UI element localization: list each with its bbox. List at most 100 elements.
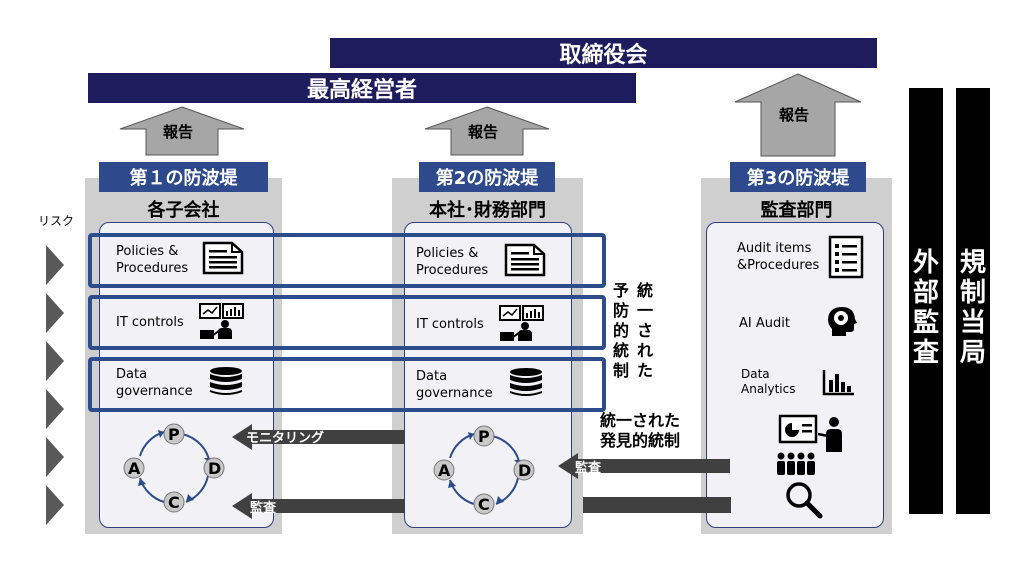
line1-header: 第１の防波堤: [99, 162, 268, 192]
people-group-icon: [777, 452, 815, 475]
pdca-a: A: [438, 461, 451, 480]
database-icon: [510, 368, 542, 396]
line2-header-label: 第2の防波堤: [435, 168, 539, 189]
line1-inner-box: [99, 222, 274, 528]
data-gov-line1: Data: [416, 369, 448, 384]
brain-head-icon: [828, 307, 857, 336]
char: た: [636, 361, 653, 380]
presenter-dashboard-icon: [499, 305, 544, 341]
audit-arrow-lower: [232, 493, 404, 519]
data-gov-line2: governance: [116, 384, 193, 399]
audit-items-text: Audit items &Procedures: [737, 240, 819, 274]
line3-header-label: 第3の防波堤: [746, 168, 850, 189]
report-arrow-3: [734, 73, 862, 157]
char: 外: [912, 248, 939, 278]
char: さ: [636, 321, 653, 340]
line1-policies-text: Policies & Procedures: [116, 243, 188, 277]
checklist-icon: [828, 235, 864, 279]
regulator-bar: 規 制 当 局: [956, 88, 990, 514]
char: 予: [612, 281, 629, 300]
report-label-1: 報告: [163, 123, 194, 141]
monitoring-label: モニタリング: [246, 431, 325, 446]
external-audit-bar: 外 部 監 査: [909, 88, 943, 514]
report-arrow-1: [119, 106, 245, 156]
board-label: 取締役会: [559, 43, 648, 68]
management-label: 最高経営者: [306, 78, 417, 103]
line2-it-controls-text: IT controls: [416, 317, 484, 332]
char: 的: [612, 321, 629, 340]
bar-chart-icon: [822, 370, 854, 396]
char: 防: [612, 301, 629, 320]
pdca-p: P: [478, 427, 490, 446]
audit-label-lower: 監査: [250, 501, 277, 516]
char: 統: [612, 341, 629, 360]
presentation-icon: [778, 414, 842, 452]
presenter-dashboard-icon: [199, 303, 244, 339]
policies-line2: Procedures: [416, 263, 489, 278]
data-gov-line2: governance: [416, 386, 493, 401]
policies-line1: Policies &: [116, 244, 179, 259]
management-bar: 最高経営者: [88, 73, 636, 103]
pdca-p: P: [168, 425, 180, 444]
data-governance-row-box: [88, 357, 606, 412]
risk-arrows: [46, 245, 64, 525]
it-controls-row-box: [88, 295, 606, 350]
policies-line2: Procedures: [116, 261, 189, 276]
policies-line1: Policies &: [416, 246, 479, 261]
audit-arrow-middle: [558, 453, 730, 479]
char: 査: [912, 338, 939, 368]
line2-data-governance-text: Data governance: [416, 368, 493, 402]
pdca-cycle-1: P D C A: [123, 423, 225, 513]
report-label-2: 報告: [468, 123, 499, 141]
detective-line1: 統一された: [600, 411, 681, 430]
line3-inner-box: [706, 222, 884, 528]
char: 統: [636, 281, 653, 300]
document-icon: [202, 241, 244, 275]
board-bar: 取締役会: [330, 38, 877, 68]
report-arrow-2: [424, 106, 550, 156]
line1-header-label: 第１の防波堤: [129, 168, 238, 189]
pdca-d: D: [208, 459, 221, 478]
line3-title: 監査部門: [760, 200, 833, 221]
line1-it-controls-text: IT controls: [116, 315, 184, 330]
audit-items-line1: Audit items: [737, 241, 812, 256]
line2-title: 本社･財務部門: [429, 200, 546, 221]
analytics-line1: Data: [741, 367, 770, 381]
unified-detective-note: 統一された 発見的統制: [600, 411, 680, 451]
report-label-3: 報告: [779, 106, 810, 124]
database-icon: [210, 367, 242, 395]
monitoring-arrow: [232, 424, 404, 450]
data-analytics-text: Data Analytics: [741, 367, 796, 397]
line3-header: 第3の防波堤: [730, 162, 866, 192]
line1-data-governance-text: Data governance: [116, 366, 193, 400]
audit-connector-bar: [583, 497, 731, 513]
pdca-d: D: [518, 461, 531, 480]
char: 監: [912, 308, 939, 338]
char: 当: [959, 308, 986, 338]
char: 局: [959, 338, 986, 368]
line2-policies-text: Policies & Procedures: [416, 245, 488, 279]
pdca-c: C: [168, 493, 180, 512]
pdca-a: A: [128, 459, 141, 478]
analytics-line2: Analytics: [741, 382, 796, 396]
preventive-note-col1: 予 防 的 統 制: [612, 281, 630, 381]
pdca-cycle-2: P D C A: [433, 425, 535, 515]
detective-line2: 発見的統制: [600, 431, 681, 450]
data-gov-line1: Data: [116, 367, 148, 382]
line1-title: 各子会社: [147, 200, 220, 221]
char: 部: [912, 278, 939, 308]
policies-row-box: [88, 233, 606, 288]
risk-label: リスク: [38, 214, 75, 228]
audit-label-middle: 監査: [575, 461, 602, 476]
document-icon: [504, 243, 546, 277]
char: れ: [636, 341, 653, 360]
magnifier-icon: [786, 482, 823, 519]
char: 制: [612, 361, 629, 380]
char: 一: [636, 301, 653, 320]
ai-audit-text: AI Audit: [739, 316, 790, 331]
preventive-note-col2: 統 一 さ れ た: [636, 281, 654, 381]
audit-items-line2: &Procedures: [737, 258, 820, 273]
char: 制: [959, 278, 986, 308]
char: 規: [959, 248, 986, 278]
line2-header: 第2の防波堤: [419, 162, 555, 192]
